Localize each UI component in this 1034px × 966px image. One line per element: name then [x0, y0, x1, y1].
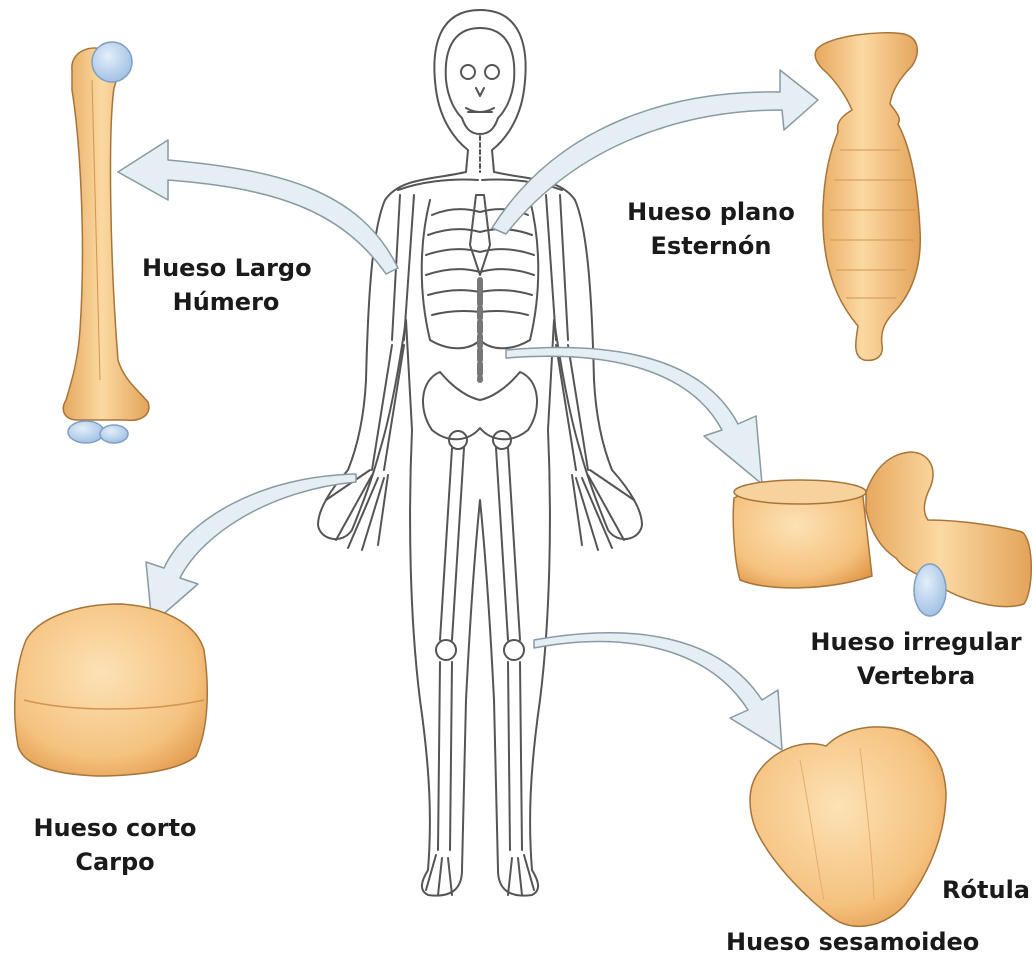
- label-sesamoid-example: Rótula: [932, 874, 1030, 908]
- sternum-body: [815, 33, 920, 361]
- arrow-sesamoid-bone: [534, 633, 782, 750]
- humerus-illustration: [63, 42, 149, 443]
- sternum-small: [470, 195, 490, 275]
- humerus-head-cartilage: [92, 42, 132, 82]
- vertebra-process: [866, 452, 1031, 607]
- humerus-condyle-cartilage-2: [100, 425, 128, 443]
- patella-illustration: [750, 727, 946, 926]
- label-short-bone: Hueso corto Carpo: [30, 812, 200, 879]
- irregular-bone-example: Vertebra: [806, 660, 1026, 694]
- eye-socket-left: [461, 65, 475, 79]
- femur-left: [440, 448, 464, 640]
- skull: [446, 28, 515, 134]
- arrow-irregular-bone: [506, 348, 762, 484]
- short-bone-example: Carpo: [30, 846, 200, 880]
- tibia-right: [508, 662, 522, 850]
- irregular-bone-type: Hueso irregular: [806, 626, 1026, 660]
- sesamoid-bone-example: Rótula: [932, 874, 1030, 908]
- knee-left: [436, 640, 456, 660]
- humerus-right: [546, 195, 568, 340]
- carpal-illustration: [15, 604, 208, 776]
- long-bone-example: Húmero: [142, 286, 310, 320]
- humerus-condyle-cartilage-1: [68, 421, 104, 443]
- hand-right: [572, 470, 634, 550]
- humerus-shaft: [63, 48, 149, 420]
- label-flat-bone: Hueso plano Esternón: [626, 196, 796, 263]
- foot-left: [426, 855, 452, 895]
- label-sesamoid-type: Hueso sesamoideo: [726, 926, 976, 960]
- label-irregular-bone: Hueso irregular Vertebra: [806, 626, 1026, 693]
- nasal-cavity: [476, 88, 484, 96]
- flat-bone-type: Hueso plano: [626, 196, 796, 230]
- arrow-short-bone: [146, 474, 356, 624]
- eye-socket-right: [485, 65, 499, 79]
- patella-body: [750, 727, 946, 926]
- foot-right: [508, 855, 534, 895]
- long-bone-type: Hueso Largo: [142, 252, 310, 286]
- knee-right: [504, 640, 524, 660]
- sternum-illustration: [815, 33, 920, 361]
- short-bone-type: Hueso corto: [30, 812, 200, 846]
- vertebra-cartilage: [914, 564, 946, 616]
- carpal-body: [15, 604, 208, 776]
- jaw: [466, 108, 494, 112]
- flat-bone-example: Esternón: [626, 230, 796, 264]
- label-long-bone: Hueso Largo Húmero: [142, 252, 310, 319]
- tibia-left: [438, 662, 452, 850]
- vertebra-illustration: [733, 452, 1031, 616]
- femur-right: [496, 448, 520, 640]
- sesamoid-bone-type: Hueso sesamoideo: [726, 926, 976, 960]
